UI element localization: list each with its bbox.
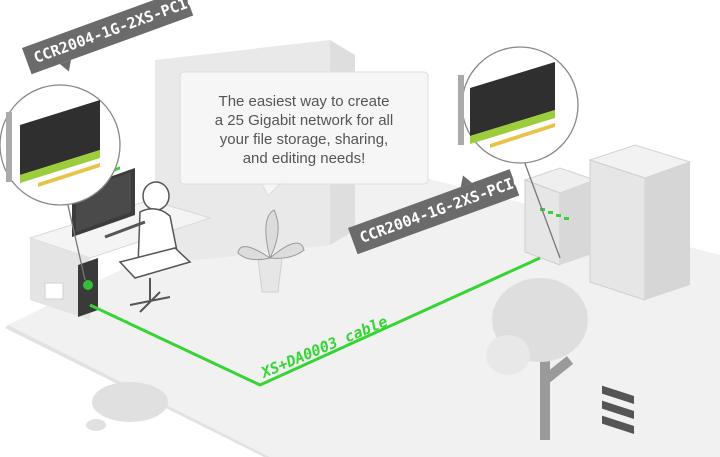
left-product-label: CCR2004-1G-2XS-PCIe — [31, 0, 198, 67]
rock-small — [86, 419, 106, 431]
speech-bubble-tail — [261, 183, 282, 197]
pc-power-led — [83, 280, 93, 290]
tagline-line-1: The easiest way to create — [219, 93, 390, 110]
speech-bubble — [179, 71, 429, 185]
plant-leaves — [237, 209, 305, 261]
left-card-illustration — [6, 100, 100, 187]
right-card-illustration — [458, 62, 555, 148]
tagline-line-4: and editing needs! — [243, 150, 366, 167]
person-arm — [104, 220, 146, 239]
server-rack-side — [589, 159, 646, 301]
plant-pot — [257, 257, 283, 293]
tagline-line-2: a 25 Gigabit network for all — [215, 112, 393, 129]
tagline-line-3: your file storage, sharing, — [220, 131, 388, 148]
rack-bay-2 — [602, 400, 634, 419]
person-head — [142, 181, 170, 211]
chair-seat — [118, 247, 192, 279]
cable — [89, 256, 541, 387]
rack-bay-1 — [602, 385, 634, 404]
server-led-4 — [564, 217, 569, 220]
server-rack-front — [645, 162, 690, 300]
server-led-2 — [548, 211, 553, 214]
chair-base — [129, 278, 171, 313]
server-led-3 — [556, 214, 561, 217]
tree-canopy-2 — [486, 335, 530, 375]
server-small-front — [560, 180, 595, 265]
server-small — [524, 179, 561, 266]
desk-drawer — [44, 282, 64, 300]
right-pointer-line — [519, 149, 561, 259]
rack-bay-3 — [602, 415, 634, 434]
rock-large — [92, 382, 168, 422]
